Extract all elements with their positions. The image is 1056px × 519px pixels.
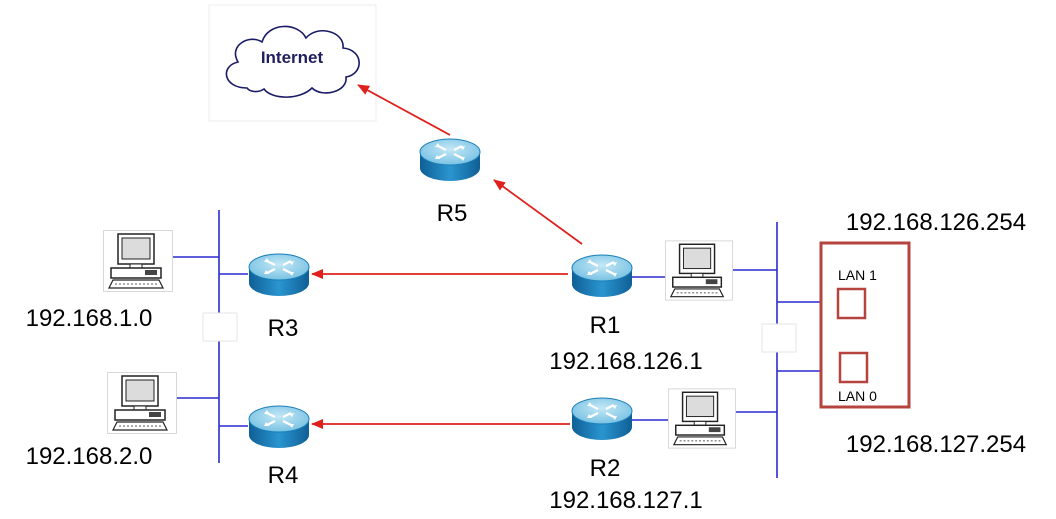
router-r4-icon [247,404,311,450]
router-r2-label: R2 [590,455,621,482]
route-r5-internet-arrow [357,84,451,136]
router-r1-icon [570,253,634,299]
route-r1-r5-arrow [493,179,583,245]
router-r4-label: R4 [268,462,299,489]
network-192-168-2-0-label: 192.168.2.0 [26,443,153,470]
internet-cloud: Internet [208,4,377,122]
device-top-ip: 192.168.126.254 [846,209,1026,236]
router-r1-label: R1 [590,312,621,339]
pc-net1-icon [103,230,173,292]
router-r5-icon [418,137,482,183]
router-r3-icon [247,252,311,298]
device-bottom-ip: 192.168.127.254 [846,431,1026,458]
pc-r1-icon [665,240,733,301]
router-r1-ip: 192.168.126.1 [549,348,702,375]
pc-r2-icon [668,388,736,449]
lan0-label: LAN 0 [838,388,877,404]
router-r3-label: R3 [268,315,299,342]
internet-label: Internet [261,48,324,67]
lan0-port [838,351,869,384]
lan1-port [836,287,867,320]
lan1-label: LAN 1 [838,267,877,283]
network-192-168-1-0-label: 192.168.1.0 [26,305,153,332]
router-r5-label: R5 [437,200,468,227]
left-bus-gap [202,312,238,342]
router-r2-icon [570,396,634,442]
lan-device: LAN 1 LAN 0 [819,241,911,409]
pc-net2-icon [107,372,177,434]
right-bus-gap [761,323,797,353]
cloud-icon [225,25,360,98]
router-r2-ip: 192.168.127.1 [549,487,702,514]
